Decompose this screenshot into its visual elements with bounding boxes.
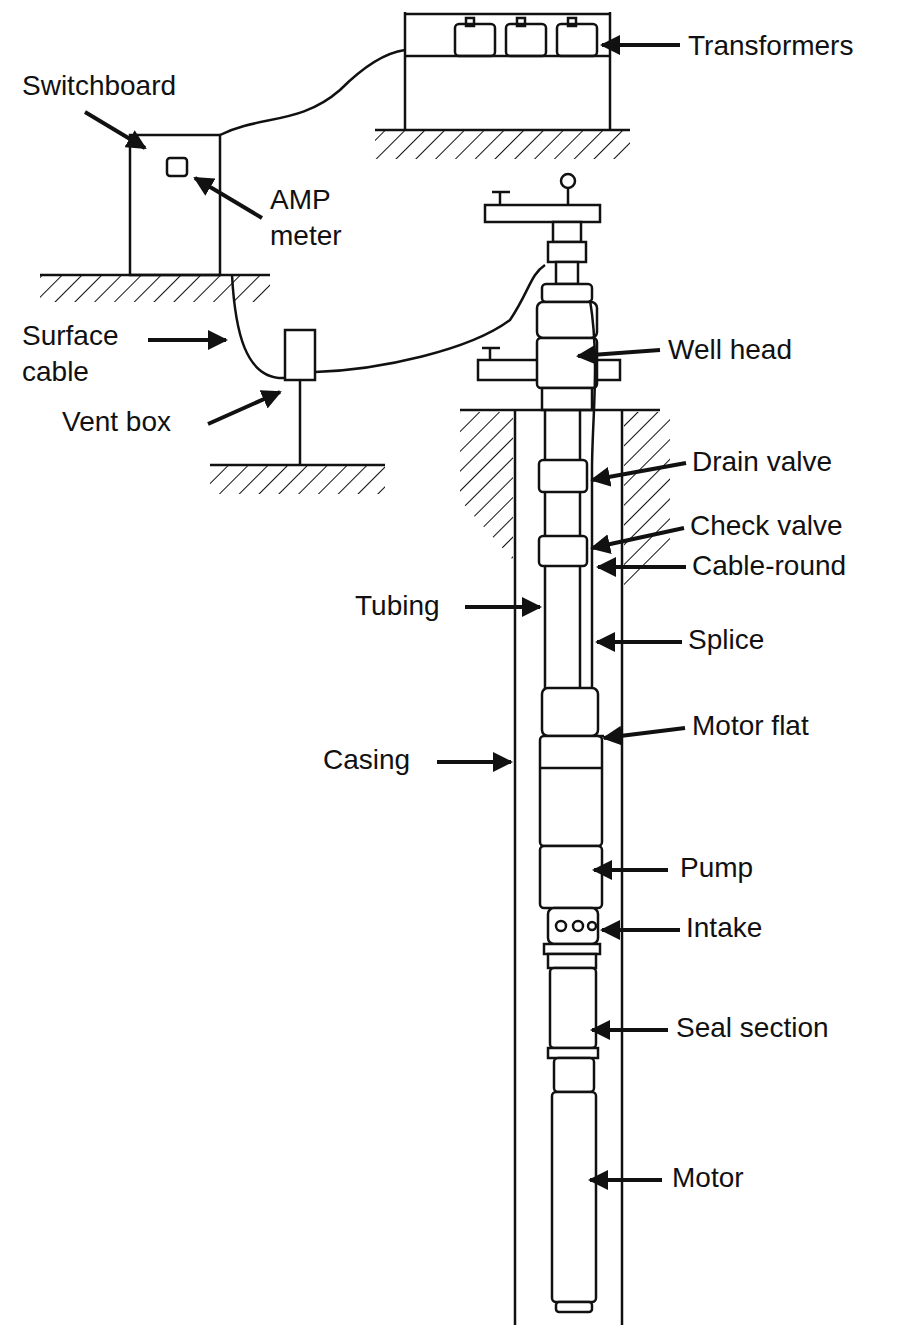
part-label: Pump xyxy=(680,850,753,886)
part-label: Seal section xyxy=(676,1010,829,1046)
casing xyxy=(460,410,670,1325)
part-label: Check valve xyxy=(690,508,843,544)
part-label: Motor flat xyxy=(692,708,809,744)
part-label: Tubing xyxy=(355,588,440,624)
part-label: Casing xyxy=(323,742,410,778)
part-label: Intake xyxy=(686,910,762,946)
part-label: AMP meter xyxy=(270,182,390,255)
part-label: Surface cable xyxy=(22,318,142,391)
transformer-stand xyxy=(375,12,630,159)
part-label: Drain valve xyxy=(692,444,832,480)
leader-arrows xyxy=(85,45,686,1180)
well-head xyxy=(478,174,620,410)
part-label: Switchboard xyxy=(22,68,176,104)
part-label: Transformers xyxy=(688,28,853,64)
part-label: Cable-round xyxy=(692,548,846,584)
part-label: Splice xyxy=(688,622,764,658)
part-label: Vent box xyxy=(62,404,171,440)
pump-assembly xyxy=(540,688,604,1312)
part-label: Motor xyxy=(672,1160,744,1196)
tubing xyxy=(539,300,595,690)
part-label: Well head xyxy=(668,332,792,368)
